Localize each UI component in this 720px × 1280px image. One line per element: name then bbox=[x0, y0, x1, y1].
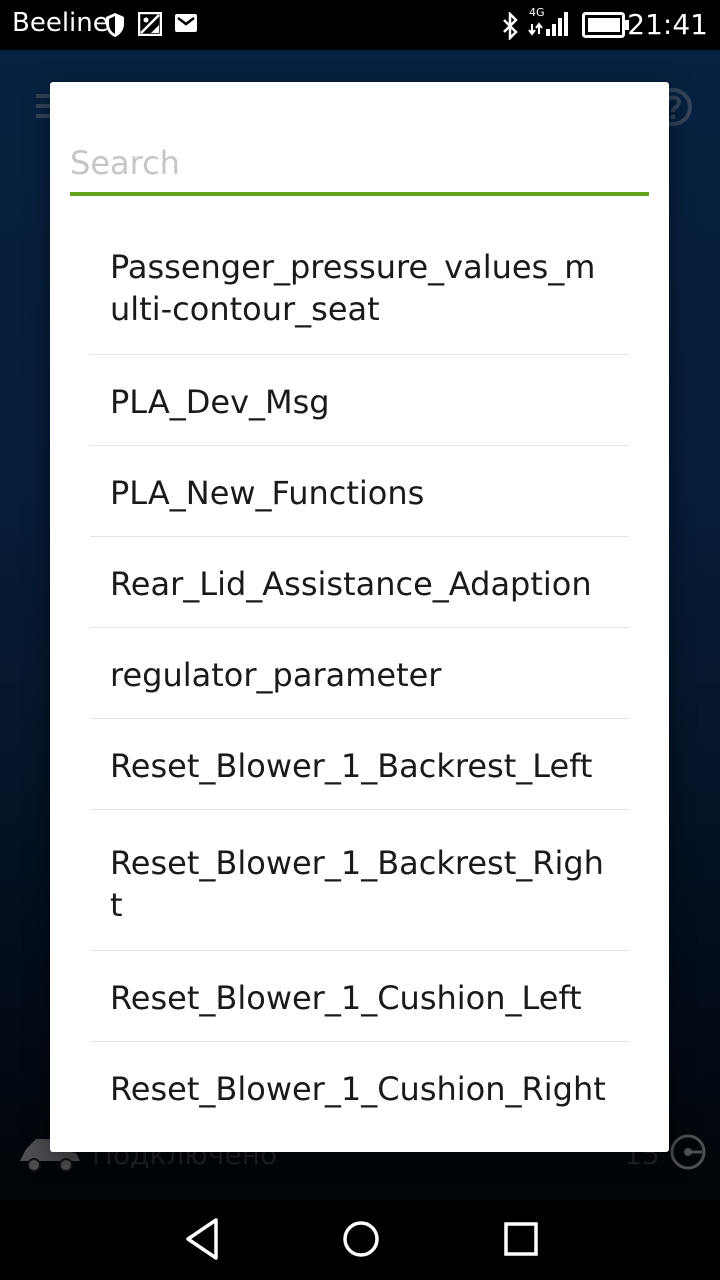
power-icon[interactable] bbox=[668, 1132, 708, 1172]
network-type: 4G bbox=[529, 6, 545, 19]
list-item[interactable]: Reset_Blower_1_Backrest_Right bbox=[90, 810, 629, 951]
battery-icon bbox=[582, 12, 629, 38]
list-item[interactable]: Reset_Blower_1_Cushion_Right bbox=[110, 1070, 606, 1108]
menu-icon[interactable] bbox=[36, 92, 56, 122]
status-bar: Beeline 4G 21:41 bbox=[0, 0, 720, 50]
mail-icon bbox=[175, 14, 197, 32]
list-item[interactable]: Rear_Lid_Assistance_Adaption bbox=[90, 537, 629, 628]
search-dialog: Passenger_pressure_values_multi-contour_… bbox=[50, 82, 669, 1152]
list-item[interactable]: Reset_Blower_1_Backrest_Left bbox=[90, 719, 629, 810]
list-item[interactable]: Passenger_pressure_values_multi-contour_… bbox=[90, 214, 629, 355]
search-input[interactable] bbox=[70, 138, 649, 188]
list-item[interactable]: PLA_New_Functions bbox=[90, 446, 629, 537]
shield-icon bbox=[106, 13, 124, 37]
list-item[interactable]: regulator_parameter bbox=[90, 628, 629, 719]
bluetooth-icon bbox=[503, 12, 518, 40]
signal-icon bbox=[528, 12, 568, 36]
back-icon[interactable] bbox=[180, 1214, 224, 1264]
carrier-name: Beeline bbox=[12, 8, 109, 38]
search-field bbox=[70, 138, 649, 196]
clock: 21:41 bbox=[627, 8, 708, 41]
results-list: Passenger_pressure_values_multi-contour_… bbox=[90, 214, 629, 1132]
image-icon bbox=[138, 12, 162, 36]
list-item[interactable]: Reset_Blower_1_Cushion_Left bbox=[90, 951, 629, 1042]
home-icon[interactable] bbox=[340, 1214, 382, 1264]
list-item[interactable]: PLA_Dev_Msg bbox=[90, 355, 629, 446]
recents-icon[interactable] bbox=[502, 1214, 540, 1264]
navigation-bar bbox=[0, 1200, 720, 1280]
